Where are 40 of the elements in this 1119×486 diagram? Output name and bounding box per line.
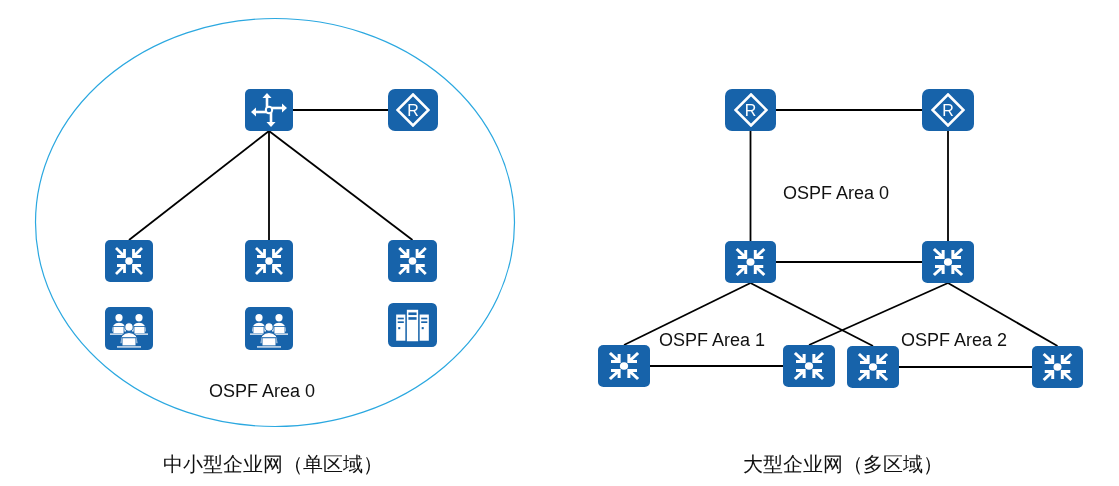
- router-letter: R: [942, 101, 954, 119]
- router-letter: R: [744, 101, 757, 119]
- connection-line: [947, 282, 1059, 347]
- connection-line: [775, 261, 923, 263]
- switch-icon: [245, 240, 293, 282]
- router-node: [922, 89, 974, 131]
- connection-line: [808, 282, 949, 346]
- connection-line: [128, 130, 270, 241]
- area-label: OSPF Area 0: [783, 182, 890, 204]
- connection-line: [898, 366, 1033, 368]
- switch-icon: [598, 345, 650, 387]
- router-node: [725, 89, 776, 131]
- switch-icon: [1032, 346, 1083, 388]
- switch-icon: [922, 241, 974, 283]
- area-label: OSPF Area 0: [209, 380, 316, 402]
- switch-icon: [847, 346, 899, 388]
- caption-text: 大型企业网（多区域）: [743, 452, 943, 476]
- server-icon: [388, 303, 437, 347]
- area-label: OSPF Area 2: [901, 329, 1008, 351]
- connection-line: [268, 130, 270, 241]
- connection-line: [268, 130, 414, 241]
- connection-line: [649, 365, 784, 367]
- connection-line: [775, 109, 923, 111]
- user-group-icon: [105, 307, 153, 350]
- connection-line: [947, 130, 949, 242]
- connection-line: [623, 282, 752, 346]
- connection-line: [292, 109, 389, 111]
- router-node: [388, 89, 438, 131]
- connection-line: [749, 282, 874, 347]
- switch-icon: [388, 240, 437, 282]
- switch-icon: [105, 240, 153, 282]
- connection-line: [749, 130, 752, 242]
- area-ellipse: [35, 18, 515, 427]
- user-group-icon: [245, 307, 293, 350]
- router-letter: R: [407, 101, 419, 119]
- switch-icon: [725, 241, 776, 283]
- caption-text: 中小型企业网（单区域）: [163, 452, 383, 476]
- routing-switch-icon: [245, 89, 293, 131]
- switch-icon: [783, 345, 835, 387]
- area-label: OSPF Area 1: [659, 329, 766, 351]
